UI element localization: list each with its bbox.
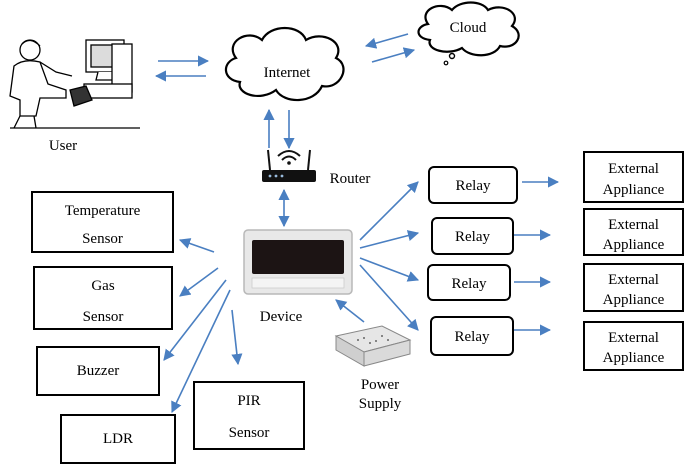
internet-label: Internet bbox=[263, 65, 311, 81]
external-appliance-box-1: External Appliance bbox=[583, 151, 684, 203]
internet-cloud-icon bbox=[224, 27, 345, 102]
ldr-box: LDR bbox=[60, 414, 176, 464]
appliance-line2: Appliance bbox=[602, 292, 665, 308]
appliance-line1: External bbox=[608, 217, 659, 233]
router-label: Router bbox=[329, 171, 371, 187]
relay-label: Relay bbox=[451, 276, 487, 292]
relay-label: Relay bbox=[454, 329, 490, 345]
pir-sensor-box: PIR Sensor bbox=[193, 381, 305, 450]
appliance-line1: External bbox=[608, 272, 659, 288]
power-supply-label-line1: Power bbox=[360, 377, 400, 393]
gas-sensor-line2: Sensor bbox=[82, 309, 124, 325]
relay-box-4: Relay bbox=[430, 316, 514, 356]
external-appliance-box-4: External Appliance bbox=[583, 321, 684, 371]
relay-box-2: Relay bbox=[431, 217, 514, 255]
power-supply-label-line2: Supply bbox=[358, 395, 402, 412]
pir-sensor-line2: Sensor bbox=[228, 425, 270, 441]
cloud-icon bbox=[417, 1, 520, 66]
temperature-sensor-box: Temperature Sensor bbox=[31, 191, 174, 253]
external-appliance-box-3: External Appliance bbox=[583, 263, 684, 312]
ldr-label: LDR bbox=[103, 431, 133, 447]
appliance-line2: Appliance bbox=[602, 237, 665, 253]
power-supply-label: Power Supply bbox=[346, 376, 414, 414]
pir-sensor-line1: PIR bbox=[237, 393, 261, 409]
appliance-line1: External bbox=[608, 330, 659, 346]
appliance-line2: Appliance bbox=[602, 350, 665, 366]
temperature-sensor-line1: Temperature bbox=[64, 203, 141, 219]
external-appliance-box-2: External Appliance bbox=[583, 208, 684, 256]
power-supply-icon bbox=[334, 325, 412, 367]
relay-box-3: Relay bbox=[427, 264, 511, 301]
gas-sensor-box: Gas Sensor bbox=[33, 266, 173, 330]
device-icon bbox=[243, 229, 353, 295]
gas-sensor-line1: Gas bbox=[91, 278, 115, 294]
buzzer-label: Buzzer bbox=[76, 363, 120, 379]
relay-box-1: Relay bbox=[428, 166, 518, 204]
relay-label: Relay bbox=[455, 229, 490, 245]
user-label: User bbox=[48, 138, 78, 154]
device-label: Device bbox=[259, 309, 303, 325]
cloud-label: Cloud bbox=[449, 20, 487, 36]
temperature-sensor-line2: Sensor bbox=[82, 231, 123, 247]
router-icon bbox=[262, 149, 316, 182]
buzzer-box: Buzzer bbox=[36, 346, 160, 396]
connector-arrows bbox=[154, 33, 560, 414]
relay-label: Relay bbox=[455, 178, 491, 194]
appliance-line1: External bbox=[608, 161, 659, 177]
user-at-computer-icon bbox=[9, 39, 140, 129]
appliance-line2: Appliance bbox=[602, 182, 665, 198]
